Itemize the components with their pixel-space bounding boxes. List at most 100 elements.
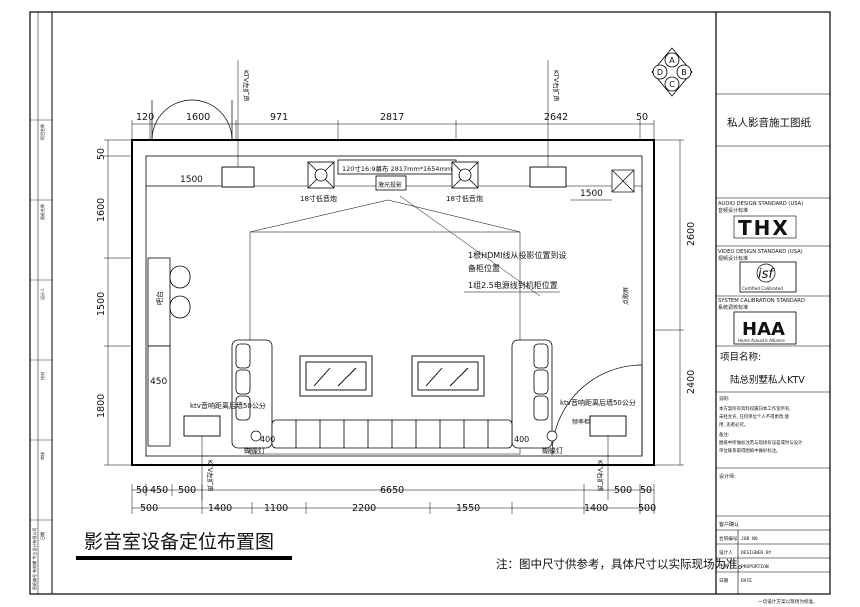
strip-label-7: 图纸编号 有效期 专业设计有限公司 <box>31 527 37 590</box>
bot2-dim-7: 500 <box>638 503 656 514</box>
sub-right-label: 18寸低音炮 <box>446 194 483 203</box>
strip-label-4: 校对 <box>39 372 45 380</box>
bottom-dimensions-1: 50 450 500 6650 500 50 <box>136 485 652 496</box>
tb-note-3: 用, 违者必究。 <box>719 421 748 428</box>
tb-rows: 合同编号 JOB NO 设计人 DESIGNED BY 比例 PROPORTIO… <box>719 535 818 605</box>
dim-450: 450 <box>150 377 167 387</box>
tb-note-4: 备注: <box>719 431 729 438</box>
tb-title: 私人影音施工图纸 <box>727 116 811 129</box>
tb-footer-small: 一切设计方案以现场为标准。 <box>758 598 818 605</box>
bot1-dim-2: 450 <box>150 485 168 496</box>
tb-contract-label: 合同编号 <box>719 535 738 542</box>
ktv-speaker-top-left <box>221 60 255 188</box>
bot2-dim-1: 500 <box>140 503 158 514</box>
bot2-dim-6: 1400 <box>584 503 608 514</box>
tb-designer-label: 设计师: <box>719 473 736 480</box>
top-dimensions: 120 1600 971 2817 2642 50 <box>136 112 648 123</box>
bot1-dim-1: 50 <box>136 485 148 496</box>
compass-d: D <box>657 68 663 77</box>
tb-project-label: 项目名称: <box>720 351 761 363</box>
ktv-tl-label: KTV左扩声 <box>242 70 251 102</box>
right-dim-2: 2400 <box>686 370 697 394</box>
inner-dim-lines <box>146 185 612 201</box>
compass-c: C <box>669 80 675 89</box>
dim-400-right: 400 <box>514 435 529 444</box>
projector-label: 激光投影 <box>378 181 402 189</box>
left-dimensions: 50 1600 1500 1800 <box>96 148 107 418</box>
tb-design-label: 设计人 <box>719 549 733 556</box>
tb-calib-en: SYSTEM CALIBRATION STANDARD <box>718 298 805 304</box>
bot2-dim-5: 1550 <box>456 503 480 514</box>
haa-logo-text: HAA <box>742 319 785 340</box>
thx-logo: THX <box>733 215 797 240</box>
thx-logo-text: THX <box>738 216 790 240</box>
footer-note: 注：图中尺寸供参考，具体尺寸以实际现场为准。 <box>496 557 749 571</box>
bot2-dim-2: 1400 <box>208 503 232 514</box>
isf-tag-text: Certified Calibrated <box>742 286 783 291</box>
sofa-set <box>231 339 553 449</box>
bot2-dim-4: 2200 <box>352 503 376 514</box>
bot1-dim-6: 50 <box>640 485 652 496</box>
dimension-lines <box>104 120 684 514</box>
top-dim-5: 2642 <box>544 112 568 123</box>
haa-tag-text: Home Acoustic Alliance <box>738 338 785 343</box>
rack-label: 点歌屏 <box>622 287 630 305</box>
top-dim-4: 2817 <box>380 112 404 123</box>
cabinet-label: 频率柜 <box>572 418 590 426</box>
subwoofer-left <box>307 161 335 189</box>
bar-label: 吧台 <box>155 291 164 305</box>
projection-beam <box>249 195 541 455</box>
ktv-speaker-top-right <box>529 60 567 188</box>
ktv-dist-left: ktv音响距离后墙50公分 <box>190 401 266 410</box>
left-dim-1: 50 <box>96 148 107 160</box>
left-binding-strip: 项目名称 图纸名称 设计人 校对 审核 日期 图纸编号 有效期 专业设计有限公司 <box>30 119 52 590</box>
projector <box>375 175 407 191</box>
tb-note-2: 未经允许, 任何单位个人不得更改,使 <box>719 413 790 420</box>
tb-video-cn: 视频设计标准 <box>718 255 748 262</box>
ktv-speaker-bottom-right <box>589 415 627 500</box>
tb-note-6: 单位联系取得图纸中做好标注。 <box>719 447 780 454</box>
screen-assembly <box>337 159 457 191</box>
strip-label-5: 审核 <box>39 452 45 460</box>
isf-logo-text: isf <box>758 267 775 282</box>
isf-logo: isf Certified Calibrated <box>739 261 797 293</box>
tb-date-label: 日期 <box>719 578 729 584</box>
hdmi-note-2: 备柜位置 <box>468 263 500 273</box>
right-dimensions: 2600 2400 <box>686 222 697 394</box>
tb-video-en: VIDEO DESIGN STANDARD (USA) <box>718 249 803 255</box>
bar-counter <box>147 257 191 447</box>
strip-label-1: 项目名称 <box>39 124 45 140</box>
compass-marker: A B C D <box>651 47 693 97</box>
bottom-dimensions-2: 500 1400 1100 2200 1550 1400 500 <box>140 503 656 514</box>
bot1-dim-3: 500 <box>178 485 196 496</box>
bot1-dim-4: 6650 <box>380 485 404 496</box>
right-dim-1: 2600 <box>686 222 697 246</box>
sheet-frame <box>29 11 831 595</box>
left-dim-2: 1600 <box>96 198 107 222</box>
hdmi-note-1: 1根HDMI线从投影位置到设 <box>468 250 567 260</box>
title-underline <box>76 556 292 560</box>
tb-design-value: DESIGNED BY <box>741 550 772 556</box>
butterfly-left-label: 蝴蝶灯 <box>244 446 265 455</box>
bot2-dim-3: 1100 <box>264 503 288 514</box>
tb-audio-cn: 音频设计标准 <box>718 207 748 214</box>
ktv-br-label: KTV右扩声 <box>596 460 605 492</box>
butterfly-lights <box>250 430 558 442</box>
compass-b: B <box>681 68 687 77</box>
tb-client-label: 客户确认 <box>719 521 739 528</box>
strip-label-6: 日期 <box>39 532 45 540</box>
haa-logo: HAA Home Acoustic Alliance <box>733 311 797 345</box>
tb-contract-value: JOB NO <box>741 536 758 542</box>
screen-label: 120寸16:9幕布 2817mm*1654mm <box>342 164 452 173</box>
strip-label-3: 设计人 <box>39 288 45 300</box>
door-right <box>551 364 643 456</box>
left-dim-4: 1800 <box>96 394 107 418</box>
tb-audio-en: AUDIO DESIGN STANDARD (USA) <box>718 201 803 207</box>
tb-scale-value: PROPORTION <box>741 564 769 570</box>
butterfly-right-label: 蝴蝶灯 <box>542 446 563 455</box>
sub-left-label: 18寸低音炮 <box>300 194 337 203</box>
top-dim-3: 971 <box>270 112 288 123</box>
dim-1500-left: 1500 <box>180 175 203 185</box>
drawing-title: 影音室设备定位布置图 <box>84 531 274 553</box>
